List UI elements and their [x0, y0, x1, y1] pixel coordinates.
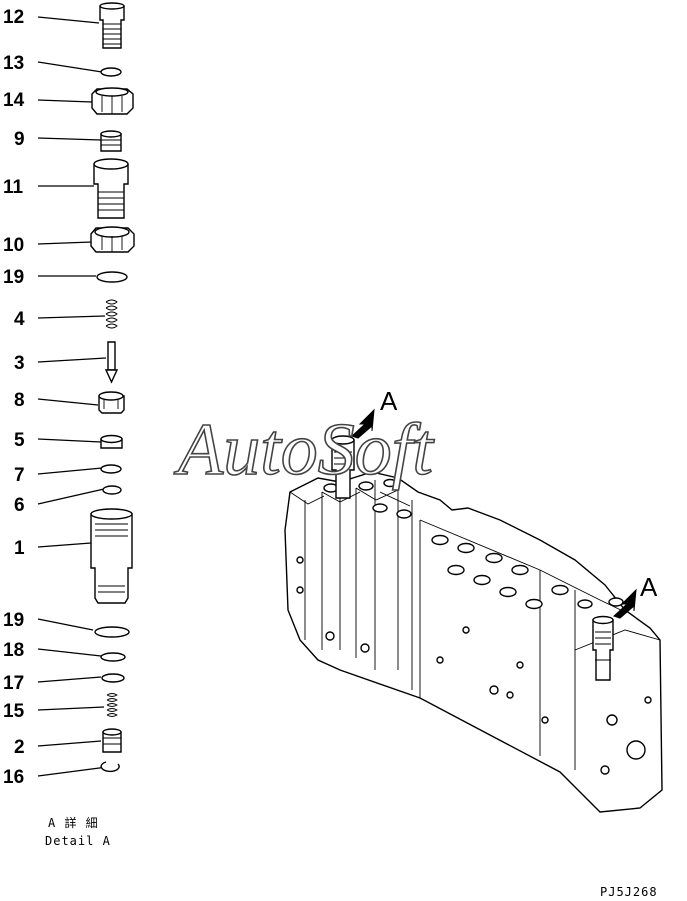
part-label: 15: [3, 701, 25, 722]
part-label: 4: [14, 309, 25, 330]
part-label: 8: [14, 390, 25, 411]
part-2-poppet: [102, 728, 122, 753]
part-1-valve-body: [90, 508, 133, 604]
part-label: 3: [14, 353, 25, 374]
part-label: 12: [3, 7, 24, 28]
part-label: 7: [14, 465, 25, 486]
part-19-o-ring-lower: [94, 626, 130, 638]
watermark-text: AutoSoft: [173, 409, 435, 491]
part-10-nut: [90, 226, 135, 253]
part-3-piston: [104, 341, 119, 384]
part-label: 5: [14, 430, 25, 451]
arrow-icon: [613, 588, 637, 619]
leader-lines: [37, 16, 108, 777]
part-number-labels: 12 13 14 9 11 10 19 4 3 8 5 7 6 1 19 18 …: [3, 7, 25, 788]
drawing-code: PJ5J268: [600, 885, 658, 899]
part-label: 19: [3, 267, 24, 288]
part-16-snap-ring: [100, 761, 120, 773]
part-label: 13: [3, 53, 24, 74]
part-label: 9: [14, 129, 25, 150]
relief-valve-left: [331, 435, 355, 499]
part-9-plug: [100, 130, 122, 152]
part-14-nut: [91, 87, 134, 115]
control-valve-assembly: [284, 435, 663, 813]
part-5-seat: [100, 434, 123, 449]
callout-a-left: A: [351, 386, 398, 439]
part-label: 6: [14, 495, 25, 516]
part-4-spring: [105, 299, 118, 329]
part-label: 2: [14, 737, 25, 758]
part-12-plug-screw: [99, 2, 125, 49]
side-holes: [296, 556, 652, 775]
part-6-ring: [102, 485, 122, 495]
part-label: 16: [3, 767, 24, 788]
part-label: 17: [3, 673, 24, 694]
detail-caption-en: Detail A: [45, 834, 111, 848]
callout-a-right: A: [613, 572, 658, 619]
part-7-ring: [100, 464, 122, 474]
part-8-valve: [98, 391, 125, 414]
part-17-ring: [101, 673, 125, 683]
part-19-o-ring-upper: [96, 271, 128, 283]
relief-valve-right: [592, 615, 614, 681]
callout-label: A: [380, 386, 398, 416]
part-label: 19: [3, 610, 24, 631]
callout-label: A: [640, 572, 658, 602]
part-label: 10: [3, 235, 24, 256]
part-label: 18: [3, 640, 24, 661]
part-15-spring: [106, 693, 118, 717]
detail-caption-jp: A 詳 細: [48, 815, 99, 830]
part-label: 1: [14, 538, 25, 559]
part-label: 14: [3, 90, 25, 111]
part-label: 11: [3, 177, 24, 198]
part-11-sleeve: [93, 158, 129, 219]
arrow-icon: [351, 408, 375, 439]
port-holes: [323, 478, 624, 610]
part-18-ring: [100, 652, 126, 662]
part-13-o-ring: [100, 67, 122, 77]
